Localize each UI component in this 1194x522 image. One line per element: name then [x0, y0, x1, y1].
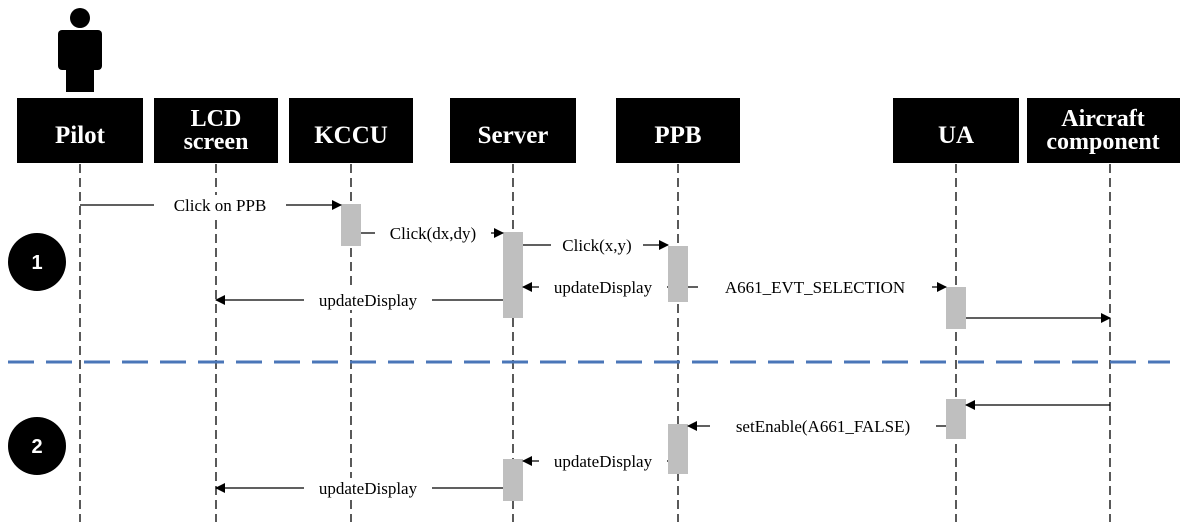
participant-ua: UA: [893, 98, 1019, 163]
message-update-display-ppb-server-1: updateDisplay: [522, 277, 668, 297]
message-label: A661_EVT_SELECTION: [725, 278, 905, 297]
participant-label-server: Server: [478, 122, 549, 149]
message-click-on-ppb: Click on PPB: [80, 195, 342, 215]
participant-pilot: Pilot: [17, 98, 143, 163]
message-label: updateDisplay: [554, 452, 653, 471]
participant-aircraft: Aircraft component: [1027, 98, 1180, 163]
participant-lcd: LCD screen: [154, 98, 278, 163]
step-badge-1: 1: [8, 233, 66, 291]
activation-ppb-1: [668, 246, 688, 302]
message-label: updateDisplay: [319, 479, 418, 498]
message-set-enable: setEnable(A661_FALSE): [687, 416, 946, 436]
activation-server-2: [503, 459, 523, 501]
message-label: Click(dx,dy): [390, 224, 476, 243]
participant-label-aircraft-line2: component: [1046, 129, 1159, 155]
pilot-actor-icon: [58, 8, 102, 92]
activation-server-1: [503, 232, 523, 318]
participant-label-pilot: Pilot: [55, 122, 106, 149]
participant-label-lcd-line1: LCD: [191, 106, 242, 132]
participant-label-ua: UA: [938, 122, 974, 149]
activation-kccu: [341, 204, 361, 246]
participant-label-ppb: PPB: [654, 122, 701, 149]
message-a661-evt-selection: A661_EVT_SELECTION: [688, 277, 947, 297]
participant-label-lcd-line2: screen: [184, 129, 249, 155]
participant-label-kccu: KCCU: [314, 122, 388, 149]
message-label: updateDisplay: [554, 278, 653, 297]
message-label: Click on PPB: [174, 196, 267, 215]
activation-ppb-2: [668, 424, 688, 474]
activation-ua-1: [946, 287, 966, 329]
message-label: updateDisplay: [319, 291, 418, 310]
step-badge-2: 2: [8, 417, 66, 475]
participant-server: Server: [450, 98, 576, 163]
message-click-x-y: Click(x,y): [523, 235, 669, 255]
message-label: setEnable(A661_FALSE): [736, 417, 910, 436]
participant-label-aircraft-line1: Aircraft: [1061, 106, 1145, 132]
participant-kccu: KCCU: [289, 98, 413, 163]
activation-ua-2: [946, 399, 966, 439]
message-update-display-ppb-server-2: updateDisplay: [522, 451, 668, 471]
message-update-display-server-lcd-2: updateDisplay: [215, 478, 503, 498]
message-click-dx-dy: Click(dx,dy): [361, 223, 504, 243]
participant-ppb: PPB: [616, 98, 740, 163]
message-update-display-server-lcd-1: updateDisplay: [215, 290, 503, 310]
step-label-2: 2: [31, 436, 42, 458]
message-label: Click(x,y): [562, 236, 631, 255]
step-label-1: 1: [31, 252, 42, 274]
activation-bars: [341, 204, 966, 501]
